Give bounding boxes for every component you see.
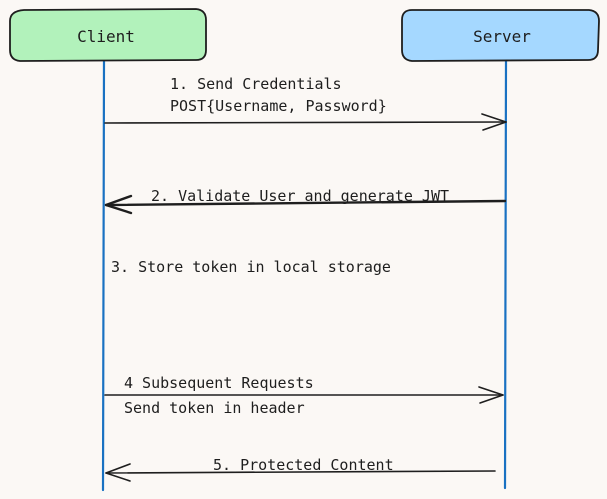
server-box — [401, 9, 600, 62]
message-4-line-1: 4 Subsequent Requests — [124, 374, 314, 392]
client-label: Client — [77, 27, 135, 46]
client-lifeline — [101, 58, 106, 492]
message-4-line-2: Send token in header — [124, 399, 305, 417]
message-1: 1. Send Credentials POST{Username, Passw… — [104, 75, 507, 131]
message-1-arrowhead — [481, 113, 507, 131]
message-2-arrow — [104, 199, 507, 207]
message-5-arrow — [105, 470, 496, 474]
server-label: Server — [473, 27, 531, 46]
server-lifeline — [503, 58, 508, 490]
message-3: 3. Store token in local storage — [111, 258, 391, 276]
message-5-arrowhead — [105, 463, 131, 482]
message-3-line-1: 3. Store token in local storage — [111, 258, 391, 276]
message-1-line-2: POST{Username, Password} — [170, 97, 387, 115]
message-4: 4 Subsequent Requests Send token in head… — [104, 374, 504, 417]
message-5: 5. Protected Content — [105, 456, 496, 482]
client-box — [9, 8, 207, 62]
message-2-arrowhead — [104, 194, 133, 215]
message-1-arrow — [104, 121, 507, 124]
message-4-arrowhead — [478, 386, 504, 404]
message-1-line-1: 1. Send Credentials — [170, 75, 342, 93]
message-2: 2. Validate User and generate JWT — [104, 187, 507, 215]
message-2-line-1: 2. Validate User and generate JWT — [151, 187, 449, 205]
client-actor: Client — [9, 8, 207, 62]
server-actor: Server — [401, 9, 600, 62]
message-5-line-1: 5. Protected Content — [213, 456, 394, 474]
